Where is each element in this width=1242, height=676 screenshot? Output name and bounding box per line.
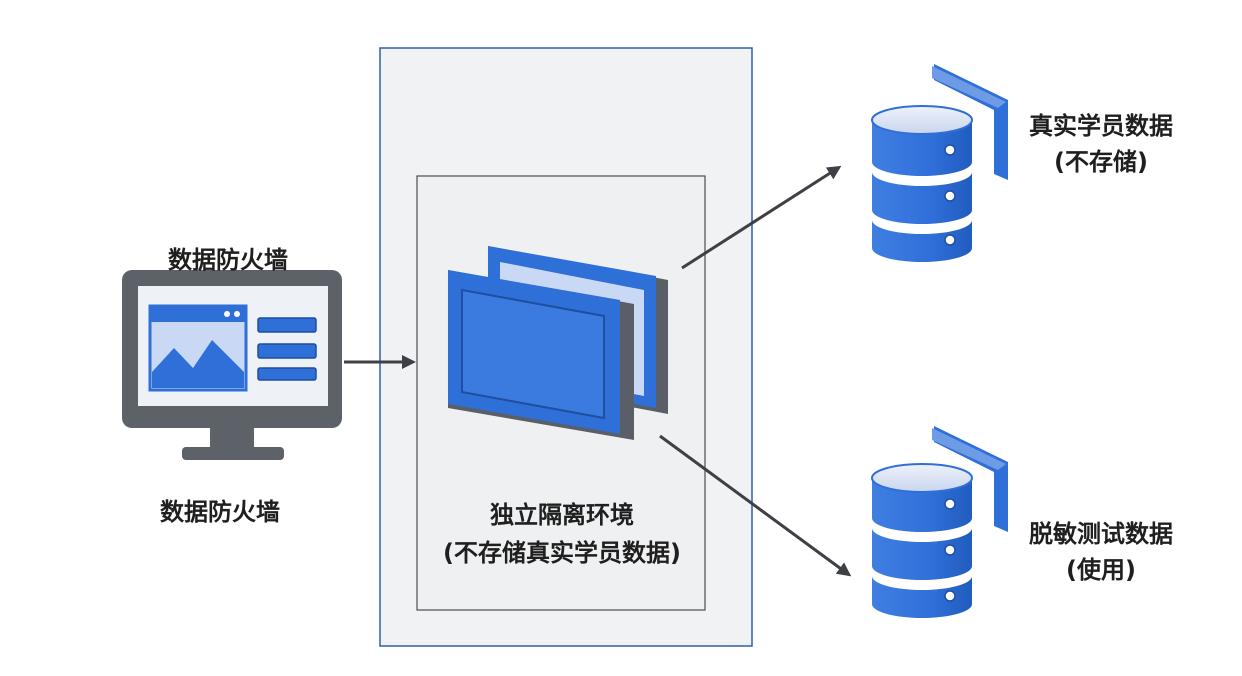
database-icon [871,426,1008,618]
masked-data-subtitle: (使用) [1066,556,1136,584]
real-data-subtitle: (不存储) [1054,148,1148,176]
real-data-label: 真实学员数据 (不存储) [1016,108,1186,180]
monitor-icon [122,270,342,460]
arrow-to-real-data [681,165,842,270]
isolated-environment-title: 独立隔离环境 [490,501,634,529]
stacked-screens-icon [448,246,668,440]
isolated-environment-subtitle: (不存储真实学员数据) [443,539,681,567]
isolated-environment-label: 独立隔离环境 (不存储真实学员数据) [418,496,706,572]
database-icon [871,64,1008,262]
masked-data-title: 脱敏测试数据 [1029,520,1173,548]
firewall-label-bottom: 数据防火墙 [160,498,280,526]
real-data-title: 真实学员数据 [1029,112,1173,140]
arrow-to-masked-data [659,434,852,577]
firewall-label-top: 数据防火墙 [168,246,288,274]
masked-data-label: 脱敏测试数据 (使用) [1016,516,1186,588]
